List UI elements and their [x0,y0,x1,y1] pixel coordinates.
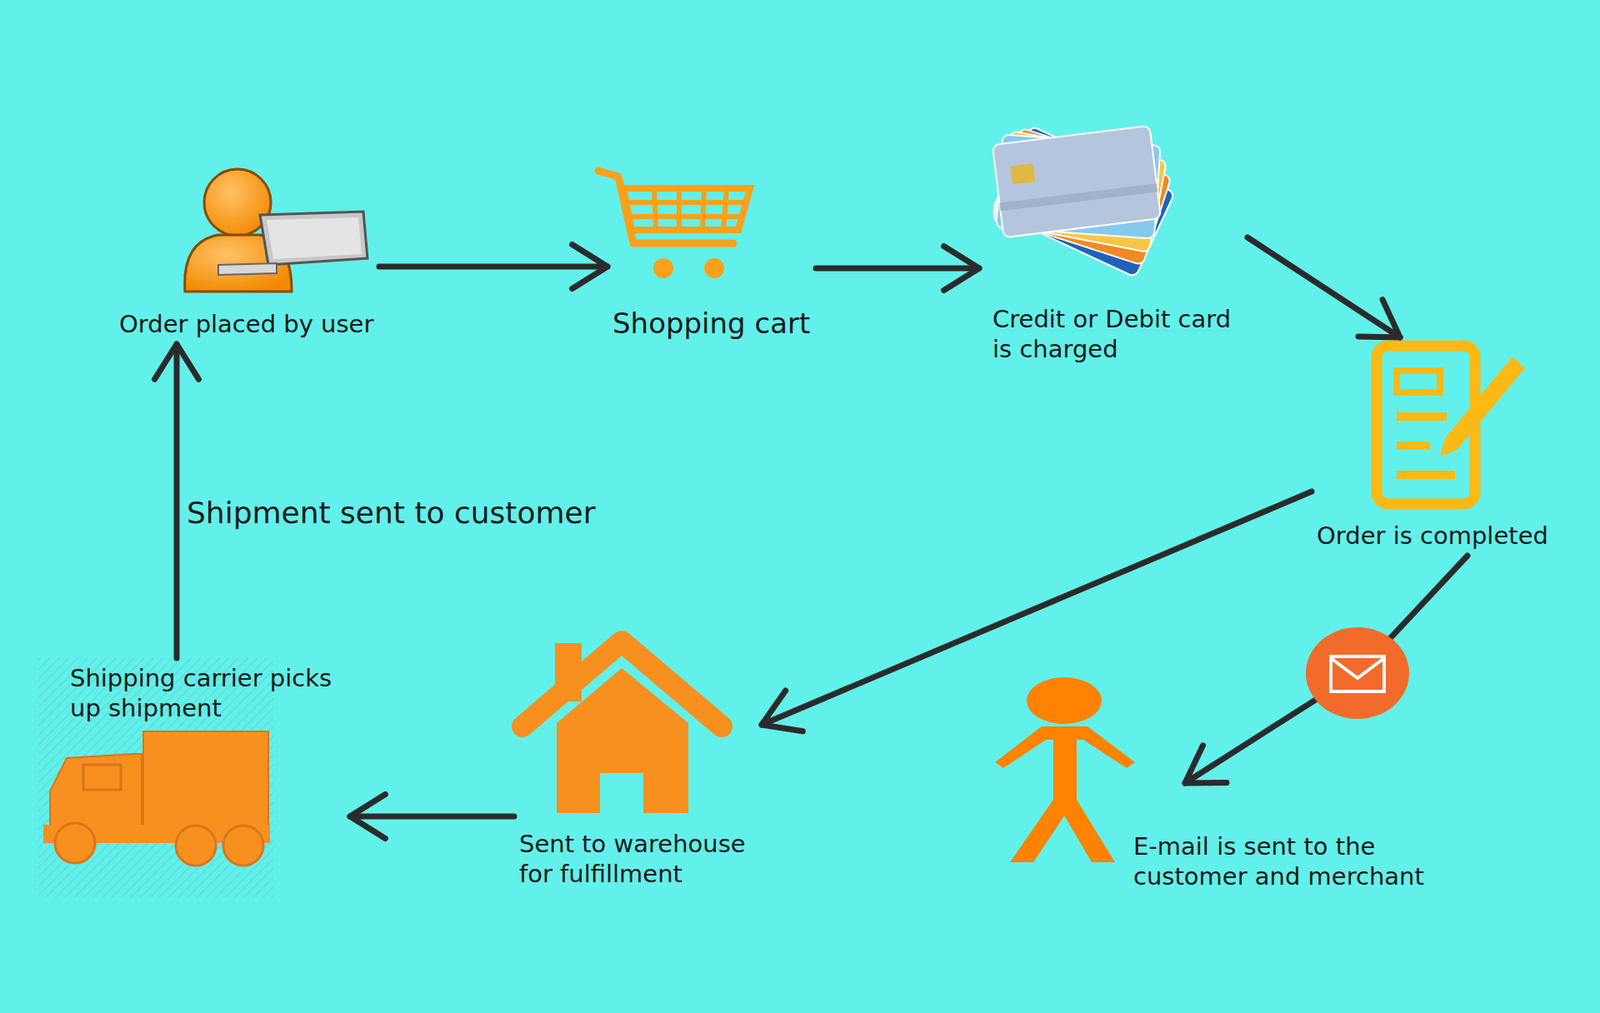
pencil [1440,356,1525,457]
flow-arrow [1185,555,1468,784]
cart-grid [626,188,747,230]
truck-wheel [55,823,95,864]
arrow-line [174,344,180,659]
top-card [992,125,1161,238]
flow-arrow [379,245,608,290]
arrow-line [1247,237,1400,338]
cart-basket [623,188,750,230]
step-node: Shopping cart [607,160,816,346]
person-icon [995,677,1135,863]
card [991,125,1175,278]
laptop-base [218,263,277,275]
laptop-screen [260,211,368,265]
step-label: Order placed by user [119,309,374,340]
flow-arrow [815,246,980,291]
card [992,125,1161,238]
step-label: Sent to warehouse for fulfillment [519,829,757,890]
step-label: Shipping carrier picks up shipment [70,663,345,724]
document-icon [1376,345,1525,505]
arrow-head [1358,300,1400,338]
truck-wheel [175,825,216,866]
cart-wheel [704,258,725,279]
user-laptop-icon [185,169,368,292]
house-icon [522,641,722,814]
step-label: Credit or Debit card is charged [992,304,1243,365]
arrow-line [350,814,515,820]
arrow-head [761,690,803,732]
cart-wheel [653,258,674,279]
arrow-head [572,245,608,290]
document-line [1396,412,1447,421]
step-label: Order is completed [1316,520,1549,551]
arrow-line [1185,555,1468,784]
laptop-screen-inner [266,217,362,260]
arrow-head [1185,745,1227,784]
flow-arrow [1247,237,1400,338]
truck-wheel [223,825,264,866]
envelope-icon [1305,627,1410,720]
step-node: Order is completed [1311,337,1554,556]
step-node: Shipping carrier picks up shipment [37,658,350,900]
arrow-head [350,795,385,840]
arrow-line [815,265,980,272]
person-leg [1055,800,1115,863]
cards-icon [991,125,1175,278]
truck-cargo [143,731,269,840]
envelope-circle [1305,627,1410,720]
envelope-flap [1330,658,1385,679]
document-line [1396,470,1455,480]
step-label: E-mail is sent to the customer and merch… [1133,831,1430,892]
flow-arrow [761,491,1312,732]
step-node: Credit or Debit card is charged [979,143,1248,370]
step-label: Shopping cart [612,305,810,341]
edge-label: Shipment sent to customer [186,495,596,532]
envelope-body [1330,656,1385,692]
truck-window [83,765,121,790]
card-stripe [999,183,1158,211]
document-line [1396,441,1430,450]
flow-arrow [350,795,515,840]
step-node: E-mail is sent to the customer and merch… [991,783,1435,897]
step-node: Sent to warehouse for fulfillment [514,637,762,895]
arrow-line [379,264,608,270]
card-chip [1010,163,1035,185]
document-box [1396,370,1440,393]
arrow-head [155,344,200,380]
person-body [1053,726,1077,806]
house-body [556,668,689,814]
arrow-line [761,491,1312,725]
arrow-head [944,246,980,291]
cart-icon [598,170,750,279]
person-head [1026,677,1102,725]
step-node: Order placed by user [114,162,380,345]
